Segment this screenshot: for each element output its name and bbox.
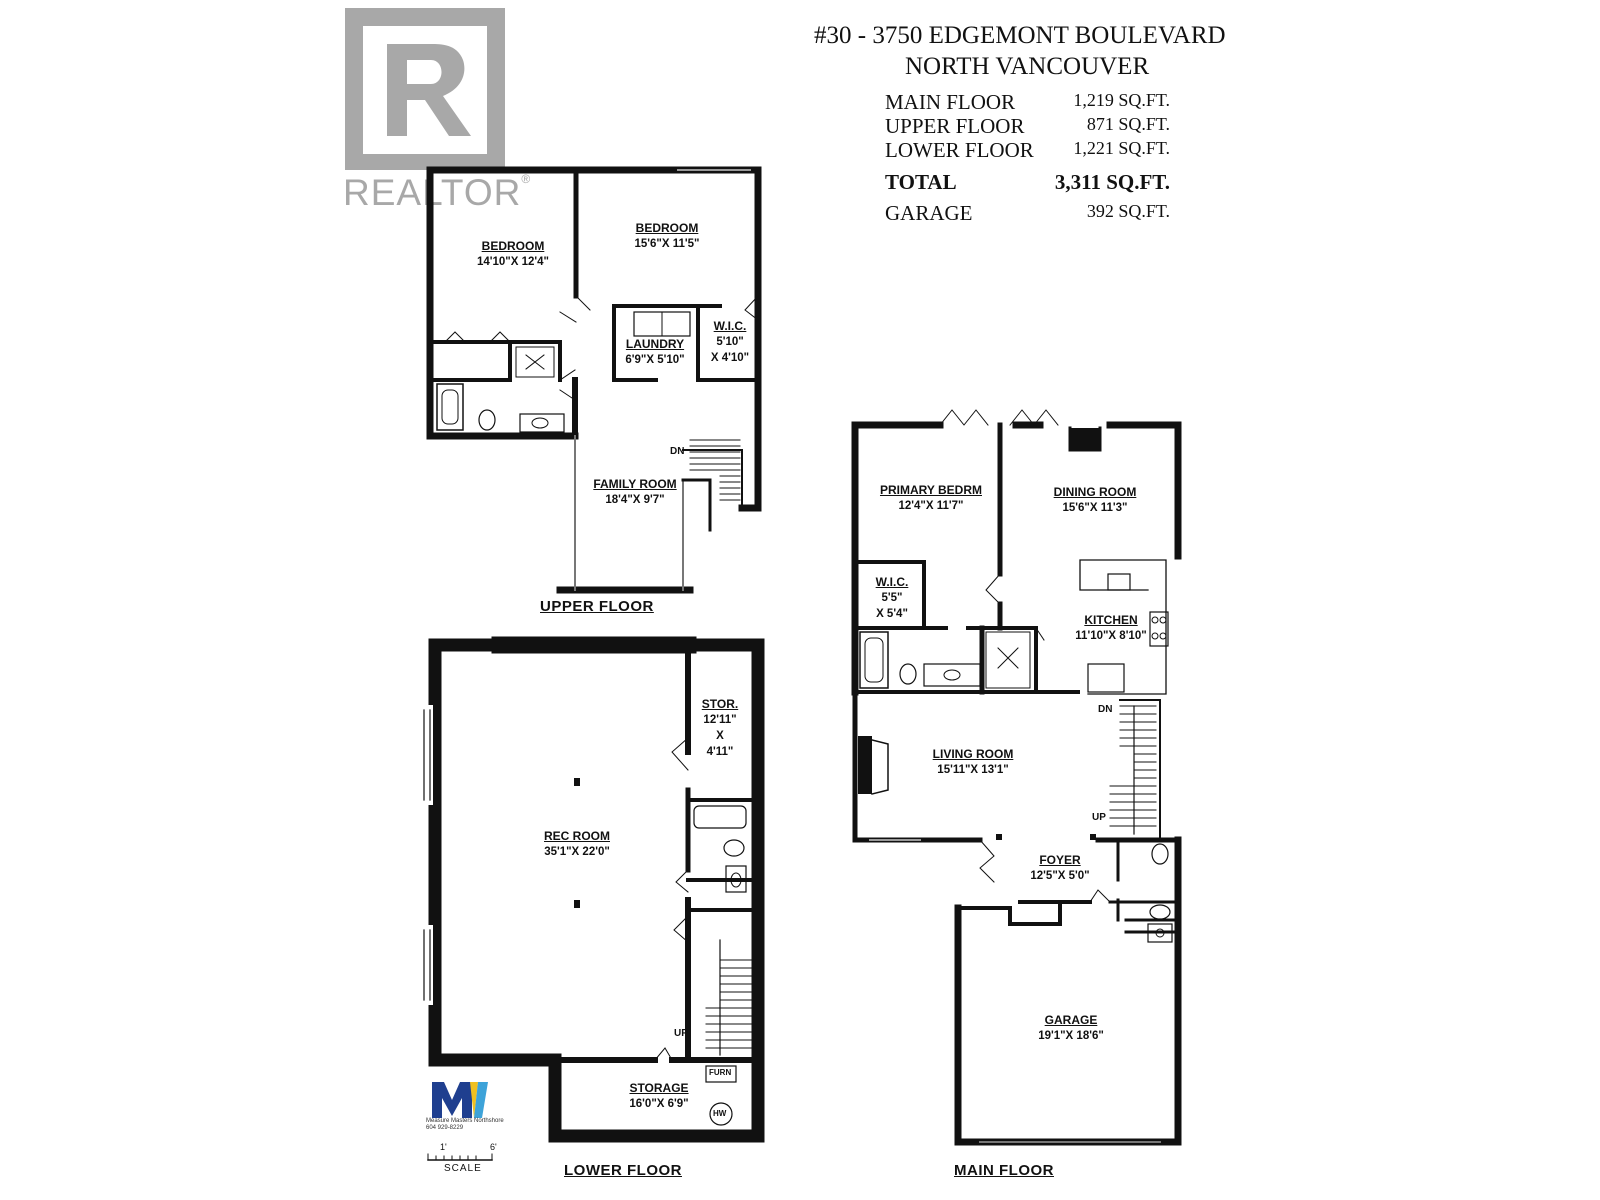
area-value: 871 SQ.FT. [1086,114,1170,134]
area-label: LOWER FLOOR [885,138,1034,162]
room-upper-laundry: LAUNDRY 6'9"X 5'10" [610,336,700,368]
main-floor-walls [851,409,1182,1146]
room-dims: 15'6"X 11'5" [634,238,700,250]
area-value: 3,311 SQ.FT. [1054,170,1170,194]
room-name: REC ROOM [544,829,610,843]
room-dims: 12'5"X 5'0" [1030,870,1090,882]
room-dims: 14'10"X 12'4" [476,256,549,268]
room-lower-rec-room: REC ROOM 35'1"X 22'0" [512,828,642,860]
upper-floor-walls [426,166,762,594]
room-main-primary-bedroom: PRIMARY BEDRM 12'4"X 11'7" [866,482,996,514]
stair-tag-up: UP [674,1028,688,1039]
room-name: FAMILY ROOM [593,477,677,491]
room-dims: 12'11" [703,714,737,726]
room-main-kitchen: KITCHEN 11'10"X 8'10" [1056,612,1166,644]
measure-masters-text: Measure Masters Northshore 604 929-8229 [426,1118,504,1132]
measure-masters-logo [430,1078,500,1126]
room-name: STORAGE [629,1081,689,1095]
room-lower-storage: STORAGE 16'0"X 6'9" [604,1080,714,1112]
room-main-living-room: LIVING ROOM 15'11"X 13'1" [908,746,1038,778]
room-dims-3: 4'11" [706,746,734,758]
room-name: W.I.C. [875,575,909,589]
area-label: MAIN FLOOR [885,90,1016,114]
room-lower-storage-small: STOR. 12'11" X 4'11" [696,696,744,760]
room-dims: 11'10"X 8'10" [1075,630,1147,642]
room-dims: 16'0"X 6'9" [629,1098,689,1110]
room-name: BEDROOM [635,221,699,235]
room-main-wic: W.I.C. 5'5" X 5'4" [862,574,922,622]
room-name: PRIMARY BEDRM [879,483,982,497]
stair-tag-up: UP [1092,812,1106,823]
room-main-foyer: FOYER 12'5"X 5'0" [1010,852,1110,884]
room-dims: 5'10" [716,336,744,348]
realtor-logo-mark [345,8,505,170]
hot-water-tag: HW [713,1109,727,1118]
scale-tick-6: 6' [490,1142,497,1152]
room-main-garage: GARAGE 19'1"X 18'6" [1016,1012,1126,1044]
room-main-dining-room: DINING ROOM 15'6"X 11'3" [1030,484,1160,516]
stair-tag-dn: DN [670,446,685,457]
room-dims-2: X [716,730,724,742]
registered-mark: ® [521,172,532,186]
room-name: FOYER [1039,853,1081,867]
area-value: 1,219 SQ.FT. [1073,90,1170,110]
realtor-r-icon [363,26,487,154]
lower-floor-walls [423,636,765,1161]
room-name: GARAGE [1044,1013,1098,1027]
room-dims: 6'9"X 5'10" [625,354,685,366]
area-label: TOTAL [885,170,957,194]
area-label: UPPER FLOOR [885,114,1025,138]
room-dims: 12'4"X 11'7" [898,500,964,512]
scale-label: SCALE [444,1163,482,1174]
floor-label-main: MAIN FLOOR [954,1162,1054,1179]
address-line-1: #30 - 3750 EDGEMONT BOULEVARD [814,22,1226,49]
room-dims: 5'5" [881,592,903,604]
room-dims: 19'1"X 18'6" [1038,1030,1104,1042]
room-upper-bedroom-2: BEDROOM 15'6"X 11'5" [602,220,732,252]
room-dims-2: X 4'10" [710,352,750,364]
measure-masters-m-icon [432,1082,488,1118]
scale-tick-1: 1' [440,1142,447,1152]
area-label: GARAGE [885,201,973,225]
room-name: LAUNDRY [625,337,685,351]
room-name: BEDROOM [481,239,545,253]
address-line-2: NORTH VANCOUVER [905,53,1150,80]
furnace-tag: FURN [709,1068,732,1077]
room-dims: 15'11"X 13'1" [937,764,1009,776]
room-name: KITCHEN [1084,613,1138,627]
room-dims: 35'1"X 22'0" [544,846,610,858]
area-value: 392 SQ.FT. [1086,201,1170,221]
room-dims-2: X 5'4" [876,608,908,620]
area-value: 1,221 SQ.FT. [1073,138,1170,158]
room-upper-wic: W.I.C. 5'10" X 4'10" [700,318,760,366]
measure-masters-phone: 604 929-8229 [426,1125,464,1131]
floor-label-upper: UPPER FLOOR [540,598,654,615]
room-name: DINING ROOM [1053,485,1137,499]
floor-label-lower: LOWER FLOOR [564,1162,682,1179]
room-name: STOR. [701,697,739,711]
room-dims: 18'4"X 9'7" [605,494,665,506]
room-dims: 15'6"X 11'3" [1062,502,1128,514]
room-upper-bedroom-1: BEDROOM 14'10"X 12'4" [448,238,578,270]
measure-masters-name: Measure Masters Northshore [426,1118,504,1124]
room-name: W.I.C. [713,319,747,333]
room-name: LIVING ROOM [932,747,1014,761]
room-upper-family-room: FAMILY ROOM 18'4"X 9'7" [570,476,700,508]
stair-tag-dn: DN [1098,704,1113,715]
